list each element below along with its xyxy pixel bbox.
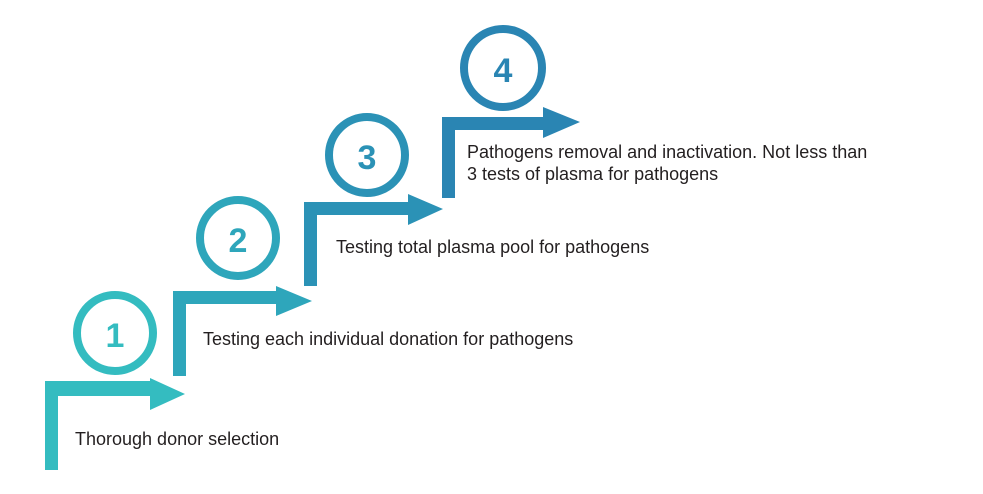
- step-1-number: 1: [106, 317, 125, 355]
- step-1: 1: [45, 291, 185, 470]
- step-2-circle: [196, 196, 280, 280]
- step-4-number: 4: [494, 52, 513, 90]
- step-1-arrow: [45, 378, 185, 470]
- step-3-label: Testing total plasma pool for pathogens: [336, 237, 650, 257]
- step-3-circle: [325, 113, 409, 197]
- step-1-circle: [73, 291, 157, 375]
- step-2-label: Testing each individual donation for pat…: [203, 329, 574, 349]
- step-4-label-line-1: Pathogens removal and inactivation. Not …: [467, 142, 868, 162]
- step-4-label: Pathogens removal and inactivation. Not …: [467, 141, 867, 185]
- step-3: 3: [304, 113, 443, 286]
- step-2-arrow: [173, 286, 312, 376]
- step-4-arrow: [442, 107, 580, 198]
- step-4-circle: [460, 25, 546, 111]
- step-2: 2: [173, 196, 312, 376]
- step-4: 4: [442, 25, 580, 198]
- step-4-label-line-2: 3 tests of plasma for pathogens: [467, 164, 719, 184]
- step-3-arrow: [304, 194, 443, 286]
- step-2-number: 2: [229, 222, 248, 260]
- step-3-number: 3: [358, 139, 377, 177]
- step-1-label: Thorough donor selection: [75, 429, 280, 449]
